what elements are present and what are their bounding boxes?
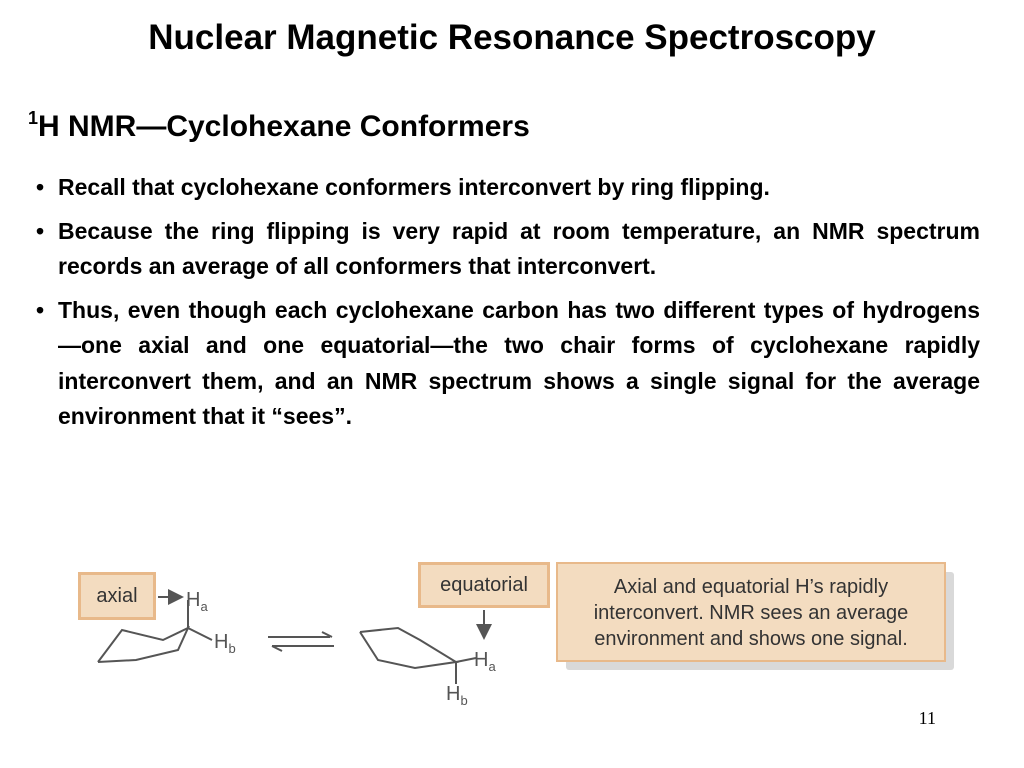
bullet-dot: • (36, 296, 45, 323)
right-h-b-label: Hb (446, 683, 468, 708)
right-h-a-label: Ha (474, 649, 496, 674)
slide-title: Nuclear Magnetic Resonance Spectroscopy (148, 18, 876, 57)
bullet-text: Because the ring flipping is very rapid … (58, 217, 980, 280)
slide-subtitle: 1H NMR—Cyclohexane Conformers (28, 108, 530, 144)
bullet-dot: • (36, 174, 45, 200)
bullet-list: • Recall that cyclohexane conformers int… (36, 170, 980, 443)
bullet-text: Recall that cyclohexane conformers inter… (58, 174, 770, 200)
equatorial-label-box: equatorial (418, 562, 550, 608)
bullet-item: • Because the ring flipping is very rapi… (36, 214, 980, 285)
bullet-item: • Thus, even though each cyclohexane car… (36, 293, 980, 435)
superscript-mass-number: 1 (28, 108, 39, 128)
bullet-text: Thus, even though each cyclohexane carbo… (58, 296, 980, 430)
bullet-dot: • (36, 217, 45, 244)
left-h-b-label: Hb (214, 631, 236, 656)
right-chair-ring (359, 626, 477, 684)
equilibrium-arrows-icon (268, 631, 334, 652)
bullet-item: • Recall that cyclohexane conformers int… (36, 170, 980, 206)
explanation-note-box: Axial and equatorial H’s rapidly interco… (556, 562, 946, 662)
page-number: 11 (918, 708, 936, 728)
subtitle-text: H NMR—Cyclohexane Conformers (38, 110, 530, 143)
left-h-a-label: Ha (186, 589, 208, 614)
axial-label-box: axial (78, 572, 156, 620)
